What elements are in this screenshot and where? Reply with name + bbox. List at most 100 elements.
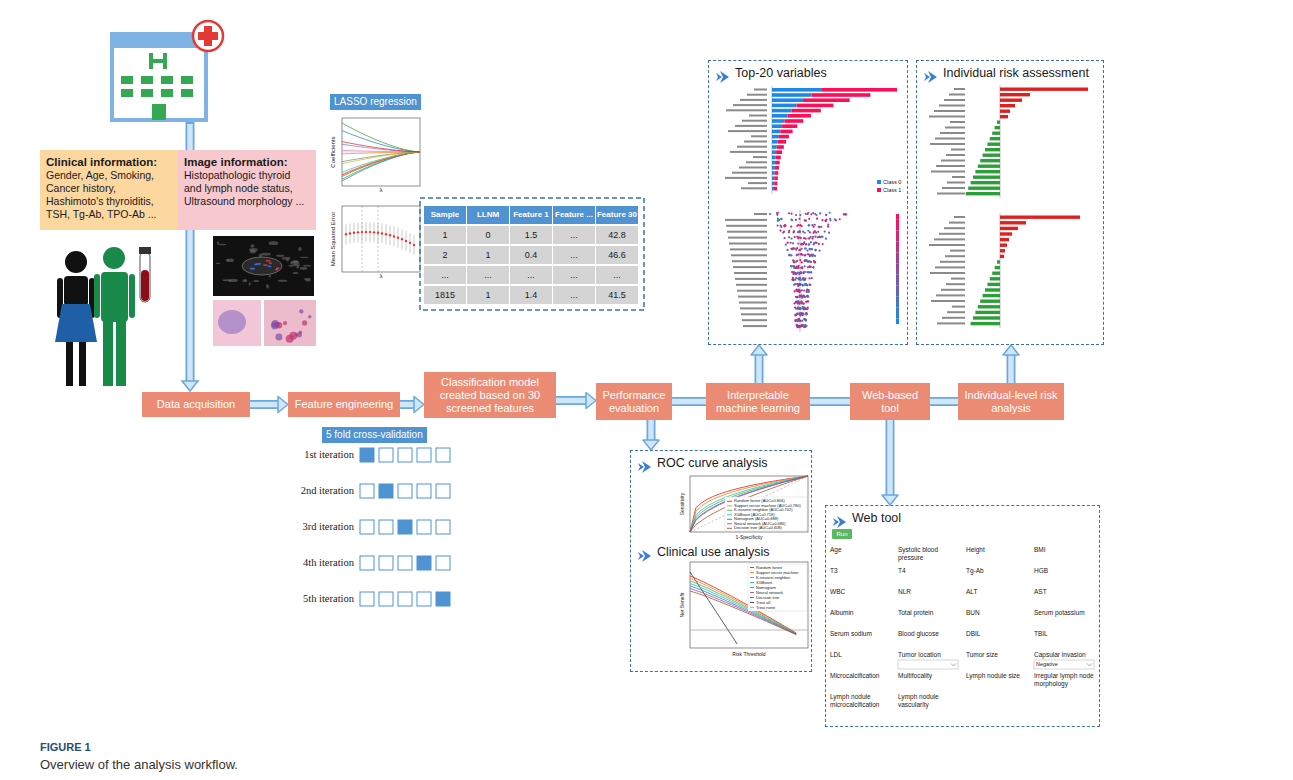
feature-name-mark — [945, 127, 965, 129]
treat-all-line — [690, 572, 737, 644]
feature-name-mark — [937, 193, 965, 195]
feature-name-mark — [735, 125, 767, 127]
fold-square — [417, 520, 431, 534]
shap-dot — [801, 294, 803, 296]
person-torso — [64, 276, 88, 306]
table-cell: 1.4 — [510, 286, 552, 304]
ultrasound-speckle — [276, 255, 285, 257]
plot-frame — [690, 476, 808, 532]
bar-class1 — [774, 182, 777, 186]
shap-dot — [809, 255, 811, 257]
shap-dot — [803, 237, 805, 239]
fold-square — [436, 448, 450, 462]
ultrasound-speckle — [216, 263, 220, 264]
shap-dot — [817, 231, 819, 233]
feature-name-mark — [730, 151, 767, 153]
feature-name-mark — [726, 225, 767, 227]
risk-bar-positive — [1000, 110, 1010, 113]
shap-dot — [803, 279, 805, 281]
flow-arrow — [1003, 345, 1019, 383]
shap-dot — [804, 219, 806, 221]
field-label: DBIL — [966, 630, 1030, 638]
shap-dot — [810, 261, 812, 263]
table-cell-bg — [467, 286, 509, 304]
info-box: Image information:Histopathologic thyroi… — [178, 150, 316, 230]
shap-dot — [785, 243, 787, 245]
bar-class0 — [772, 104, 797, 108]
table-cell: LLNM — [467, 206, 509, 224]
feature-name-mark — [753, 156, 767, 158]
risk-bar-negative — [997, 260, 1000, 263]
arrow-head — [882, 495, 898, 505]
shap-dot — [796, 247, 798, 249]
shap-dot — [815, 249, 817, 251]
bar-class1 — [774, 187, 777, 191]
feature-name-mark — [754, 213, 767, 215]
feature-name-mark — [939, 233, 965, 235]
panel-title: Web tool — [852, 511, 901, 526]
shap-dot — [806, 295, 808, 297]
shap-dot — [800, 243, 802, 245]
table-cell: ... — [424, 266, 466, 284]
feature-name-mark — [738, 296, 767, 298]
mse-point — [381, 232, 383, 234]
shap-dot — [809, 236, 811, 238]
shap-dot — [794, 283, 796, 285]
feature-name-mark — [743, 325, 767, 327]
shap-dot — [784, 224, 786, 226]
risk-bar-negative — [980, 300, 1000, 303]
figure-number: FIGURE 1 — [40, 741, 91, 754]
risk-bar-negative — [980, 159, 1000, 162]
error-bar — [370, 222, 371, 242]
table-cell: 2 — [424, 246, 466, 264]
error-bar — [398, 228, 399, 248]
flow-arrow — [930, 401, 958, 402]
legend-text: Nomogram — [756, 585, 776, 590]
shap-dot — [813, 261, 815, 263]
shap-dot — [819, 236, 821, 238]
table-cell: 0.4 — [510, 246, 552, 264]
person-leg — [66, 342, 73, 386]
feature-name-mark — [725, 219, 767, 221]
lymph-node-outline — [242, 257, 282, 275]
shap-dot — [821, 219, 823, 221]
hospital-sign — [151, 53, 165, 69]
table-cell-bg — [510, 246, 552, 264]
feature-name-mark — [727, 231, 767, 233]
shap-dot — [811, 237, 813, 239]
bar-class0 — [772, 135, 779, 139]
shap-dot — [811, 254, 813, 256]
shap-dot — [798, 218, 800, 220]
error-bar — [346, 224, 347, 244]
shap-dot — [822, 243, 824, 245]
bar-class0 — [772, 171, 775, 175]
shap-dot — [788, 254, 790, 256]
shap-dot — [801, 225, 803, 227]
fold-square — [398, 520, 412, 534]
shap-dot — [790, 254, 792, 256]
risk-bar-positive — [1000, 115, 1008, 118]
ultrasound-speckle — [217, 242, 219, 245]
shap-dot — [783, 225, 785, 227]
shap-dot — [808, 224, 810, 226]
feature-name-mark — [946, 283, 965, 285]
risk-bar-negative — [971, 322, 1000, 325]
bar-class0 — [772, 145, 777, 149]
shap-dot — [825, 220, 827, 222]
feature-name-mark — [734, 272, 767, 274]
ultrasound-speckle — [298, 247, 301, 251]
shap-dot — [804, 283, 806, 285]
bar-class1 — [776, 156, 781, 160]
mse-point — [377, 232, 379, 234]
shap-dot — [809, 284, 811, 286]
shap-dot — [788, 231, 790, 233]
node-label: Feature engineering — [295, 398, 393, 411]
ultrasound-speckle — [278, 280, 288, 282]
shap-dot — [800, 301, 802, 303]
arrow-outline — [930, 397, 958, 406]
shap-dot — [809, 266, 811, 268]
flow-arrow — [556, 393, 596, 409]
shap-dot — [794, 306, 796, 308]
shap-dot — [815, 242, 817, 244]
bar-class1 — [797, 104, 834, 108]
